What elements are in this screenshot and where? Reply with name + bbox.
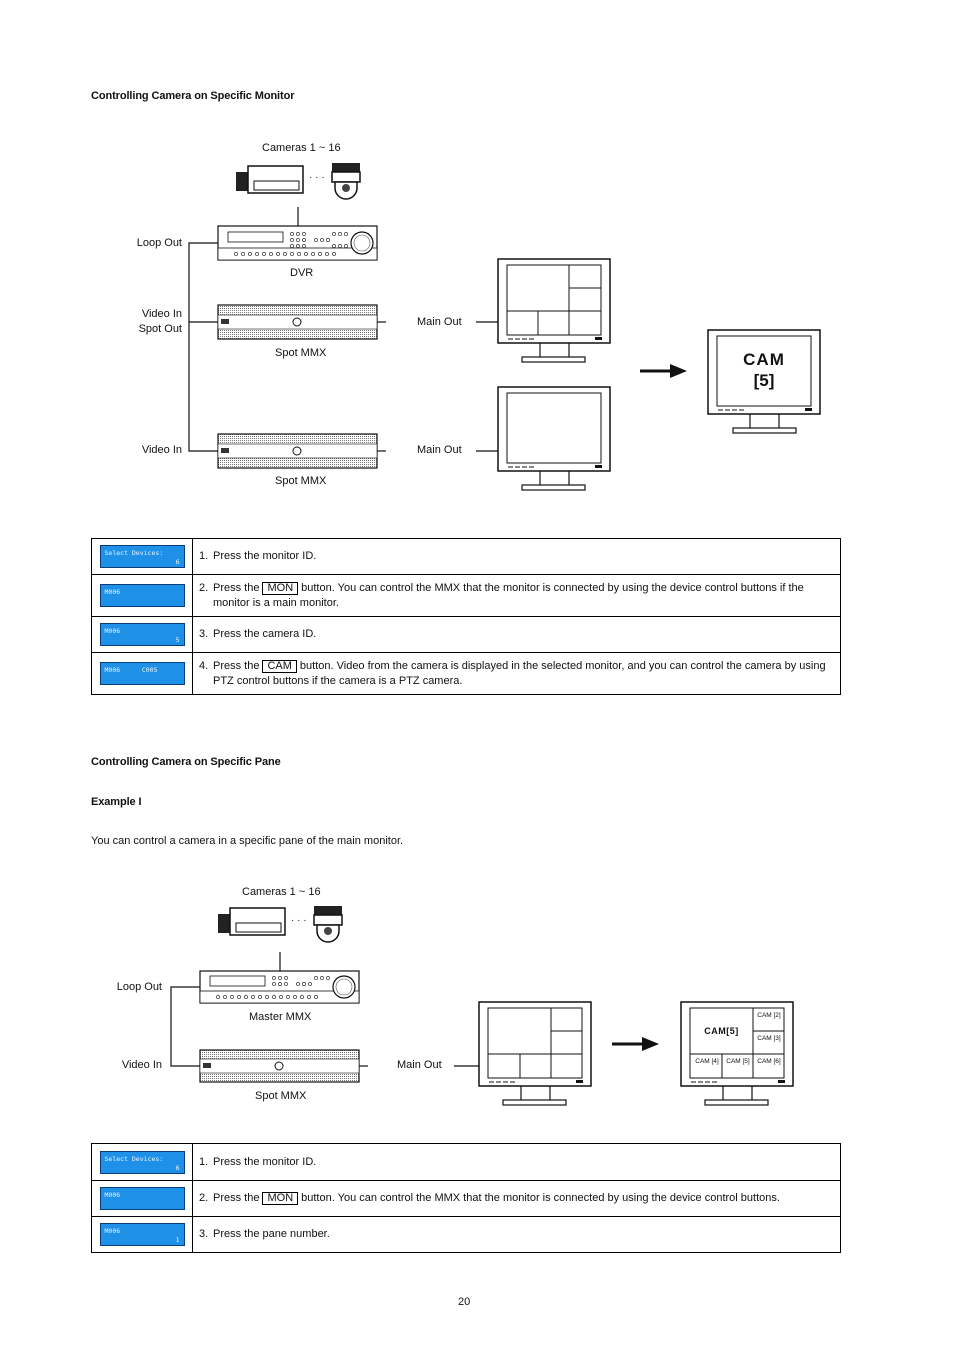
steps-table-1: Select Devices:6 1.Press the monitor ID.… bbox=[91, 538, 841, 695]
pane-monitor bbox=[680, 1001, 794, 1106]
spot-mmx-label-3: Spot MMX bbox=[255, 1090, 307, 1102]
pane-2-label: CAM [2] bbox=[757, 1012, 781, 1019]
spot-mmx-label-1: Spot MMX bbox=[275, 347, 327, 359]
section2-intro: You can control a camera in a specific p… bbox=[91, 835, 404, 847]
mon-button: MON bbox=[262, 1192, 299, 1205]
main-out-label-1: Main Out bbox=[417, 316, 462, 328]
loop-out-label-2: Loop Out bbox=[116, 981, 162, 993]
spot-mmx-device-2 bbox=[217, 433, 378, 469]
spot-mmx-label-2: Spot MMX bbox=[275, 475, 327, 487]
table-row: Select Devices:6 1.Press the monitor ID. bbox=[91, 1143, 841, 1181]
quad-monitor-2 bbox=[478, 1001, 592, 1106]
dvr-label: DVR bbox=[290, 267, 314, 279]
box-camera-icon-2 bbox=[218, 907, 286, 936]
quad-monitor-1 bbox=[497, 258, 611, 363]
ellipsis: · · · bbox=[309, 172, 325, 183]
ptz-camera-icon-2 bbox=[313, 906, 343, 943]
video-in-label-2: Video In bbox=[141, 444, 182, 456]
spot-mmx-device-3 bbox=[199, 1049, 360, 1083]
dvr-device bbox=[217, 225, 378, 261]
table-row: Select Devices:6 1.Press the monitor ID. bbox=[91, 538, 841, 575]
arrow-right-icon-2 bbox=[612, 1037, 659, 1051]
page-number: 20 bbox=[458, 1296, 471, 1308]
ellipsis-2: · · · bbox=[291, 915, 307, 926]
lcd-display: Select Devices:6 bbox=[99, 1150, 185, 1174]
loop-out-label: Loop Out bbox=[136, 237, 182, 249]
main-out-label-3: Main Out bbox=[397, 1059, 442, 1071]
cam-screen-line2: [5] bbox=[753, 371, 775, 390]
cameras-label-2: Cameras 1 ~ 16 bbox=[242, 886, 321, 898]
ptz-camera-icon bbox=[331, 163, 361, 200]
pane-5-label: CAM [5] bbox=[726, 1058, 750, 1065]
main-out-label-2: Main Out bbox=[417, 444, 462, 456]
video-in-label-3: Video In bbox=[121, 1059, 162, 1071]
cam-screen-line1: CAM bbox=[743, 350, 785, 369]
arrow-right-icon bbox=[640, 364, 687, 378]
cameras-label: Cameras 1 ~ 16 bbox=[262, 142, 341, 154]
section2-heading: Controlling Camera on Specific Pane bbox=[91, 756, 281, 768]
lcd-display: M006 bbox=[99, 1187, 185, 1210]
result-monitor bbox=[707, 329, 821, 434]
pane-big-label: CAM[5] bbox=[704, 1026, 739, 1036]
master-mmx-device bbox=[199, 970, 360, 1004]
box-camera-icon bbox=[236, 165, 304, 194]
spot-mmx-device-1 bbox=[217, 304, 378, 340]
steps-table-2: Select Devices:6 1.Press the monitor ID.… bbox=[91, 1143, 841, 1253]
master-mmx-label: Master MMX bbox=[249, 1011, 312, 1023]
single-monitor bbox=[497, 386, 611, 491]
lcd-display: M006 bbox=[99, 584, 185, 607]
lcd-display: Select Devices:6 bbox=[99, 545, 185, 568]
cam-button: CAM bbox=[262, 659, 297, 673]
pane-6-label: CAM [6] bbox=[757, 1058, 781, 1065]
mon-button: MON bbox=[262, 581, 299, 595]
pane-3-label: CAM [3] bbox=[757, 1035, 781, 1042]
example-heading: Example I bbox=[91, 796, 142, 808]
video-in-label-1: Video In bbox=[141, 308, 182, 320]
spot-out-label: Spot Out bbox=[138, 323, 182, 335]
pane-4-label: CAM [4] bbox=[695, 1058, 719, 1065]
section1-heading: Controlling Camera on Specific Monitor bbox=[91, 90, 295, 102]
